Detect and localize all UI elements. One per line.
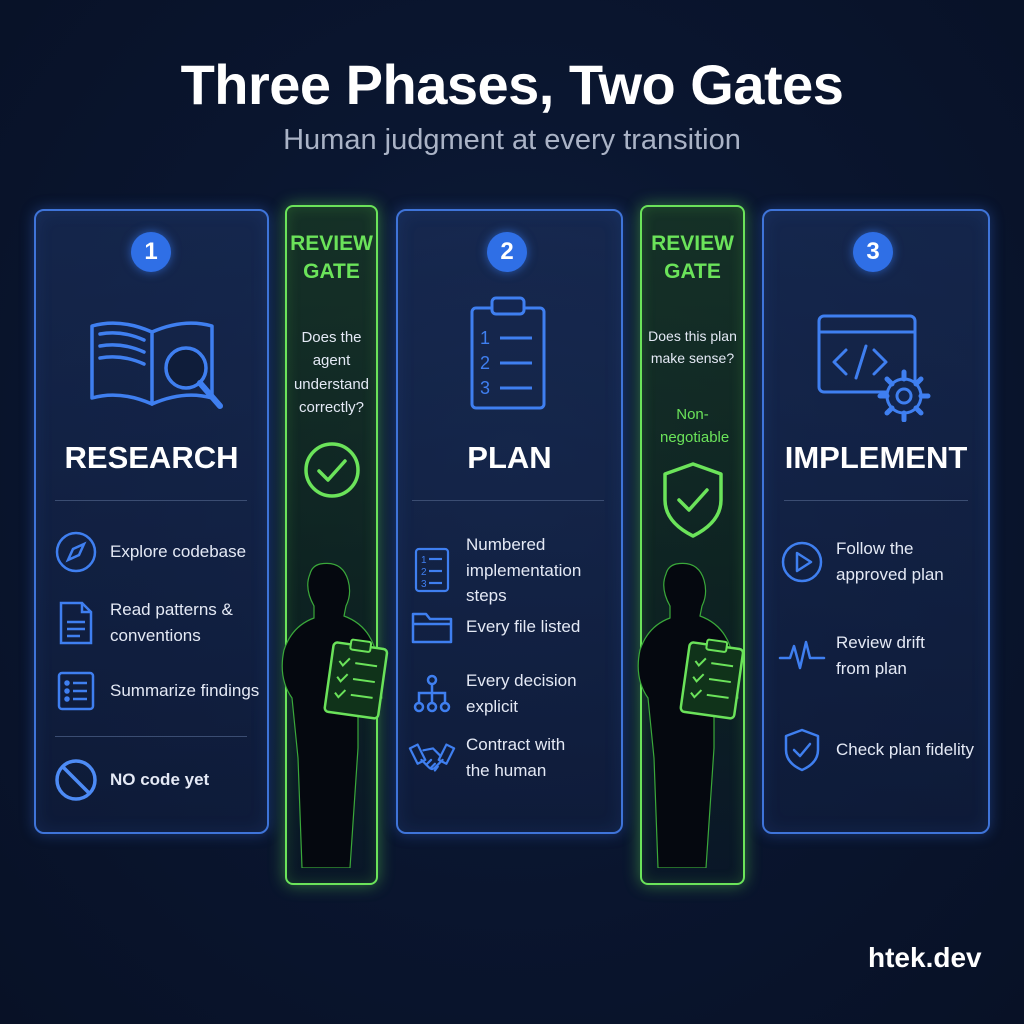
phase-title-research: RESEARCH [64,440,239,475]
brand-footer[interactable]: htek.dev [868,942,982,973]
page-title: Three Phases, Two Gates [180,53,844,116]
gate-title: REVIEW GATE [290,232,373,284]
list-item: Contract with the human [408,732,618,783]
divider [784,500,968,501]
phase-card-research [34,209,269,834]
no-code-notice: NO code yet [52,756,262,804]
svg-text:2: 2 [480,353,490,373]
svg-text:2: 2 [421,567,427,578]
shield-check-icon [778,726,826,774]
phase-number-badge: 3 [853,232,893,272]
numbered-list-icon: 1 2 3 [408,546,456,594]
code-window-gear-icon [816,312,936,422]
shield-check-icon [659,460,727,540]
reviewer-silhouette [618,558,758,868]
gate-question: Does this plan make sense? [648,328,737,366]
list-item: Every file listed [408,603,618,651]
svg-text:1: 1 [480,328,490,348]
list-item: Read patterns & conventions [52,597,262,648]
list-item: Follow the approved plan [778,536,983,587]
gate-title: REVIEW GATE [651,232,734,284]
book-magnifier-icon [86,312,226,416]
list-item: Explore codebase [52,528,262,576]
svg-text:3: 3 [421,579,427,590]
clipboard-list-icon: 1 2 3 [468,294,548,412]
compass-icon [52,528,100,576]
handshake-icon [408,734,456,782]
phase-title-implement: IMPLEMENT [784,440,968,475]
pulse-icon [778,632,826,680]
phase-number-badge: 1 [131,232,171,272]
reviewer-silhouette [262,558,402,868]
phase-title-plan: PLAN [467,440,552,475]
phase-number-badge: 2 [487,232,527,272]
list-item: Review drift from plan [778,630,983,681]
no-entry-icon [52,756,100,804]
page-subtitle: Human judgment at every transition [283,124,741,156]
svg-text:1: 1 [421,555,427,566]
divider [55,500,247,501]
check-circle-icon [302,440,362,500]
list-item: 1 2 3 Numbered implementation steps [408,532,618,609]
list-item: Every decision explicit [408,668,618,719]
svg-text:3: 3 [480,378,490,398]
play-icon [778,538,826,586]
divider [412,500,604,501]
divider [55,736,247,737]
decision-tree-icon [408,670,456,718]
list-item: Check plan fidelity [778,726,983,774]
list-icon [52,667,100,715]
list-item: Summarize findings [52,667,262,715]
folder-icon [408,603,456,651]
document-icon [52,599,100,647]
gate-question: Does the agent understand correctly? [293,329,370,416]
gate-note: Non-negotiable [660,406,730,446]
